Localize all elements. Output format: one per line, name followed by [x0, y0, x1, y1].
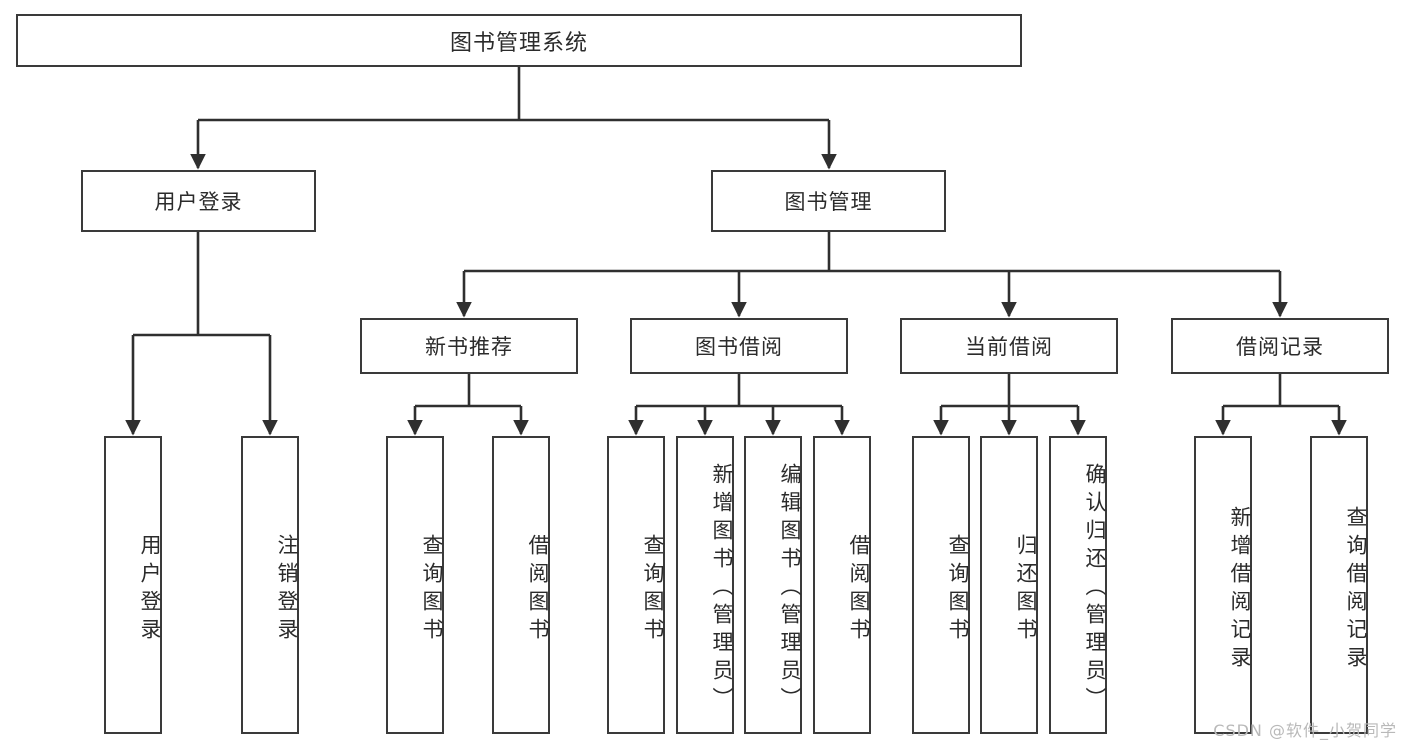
leaf-current-borrow-return[interactable]: 归还图书 — [980, 436, 1038, 734]
leaf-current-borrow-confirm-return[interactable]: 确认归还（管理员） — [1049, 436, 1107, 734]
node-label: 查询借阅记录 — [1344, 506, 1368, 674]
node-label: 新增图书（管理员） — [710, 463, 734, 715]
leaf-book-borrow-query[interactable]: 查询图书 — [607, 436, 665, 734]
node-book-management[interactable]: 图书管理 — [711, 170, 946, 232]
node-book-borrow[interactable]: 图书借阅 — [630, 318, 848, 374]
leaf-user-login-signout[interactable]: 注销登录 — [241, 436, 299, 734]
node-current-borrow[interactable]: 当前借阅 — [900, 318, 1118, 374]
node-label: 借阅图书 — [526, 534, 550, 646]
node-label: 确认归还（管理员） — [1083, 463, 1107, 715]
node-label: 归还图书 — [1014, 534, 1038, 646]
leaf-user-login-signin[interactable]: 用户登录 — [104, 436, 162, 734]
node-label: 图书管理系统 — [449, 30, 588, 56]
leaf-new-book-query[interactable]: 查询图书 — [386, 436, 444, 734]
node-label: 借阅记录 — [1236, 335, 1324, 359]
watermark-text: CSDN @软件_小贺同学 — [1213, 721, 1397, 740]
node-label: 新书推荐 — [425, 335, 513, 359]
node-label: 查询图书 — [946, 534, 970, 646]
node-label: 用户登录 — [154, 190, 243, 214]
node-label: 用户登录 — [138, 534, 162, 646]
node-label: 当前借阅 — [965, 335, 1053, 359]
leaf-borrow-record-add[interactable]: 新增借阅记录 — [1194, 436, 1252, 734]
leaf-book-borrow-lend[interactable]: 借阅图书 — [813, 436, 871, 734]
node-new-book-recommend[interactable]: 新书推荐 — [360, 318, 578, 374]
node-label: 图书借阅 — [695, 335, 783, 359]
node-label: 注销登录 — [275, 534, 299, 646]
leaf-current-borrow-query[interactable]: 查询图书 — [912, 436, 970, 734]
leaf-new-book-borrow[interactable]: 借阅图书 — [492, 436, 550, 734]
node-borrow-record[interactable]: 借阅记录 — [1171, 318, 1389, 374]
node-label: 查询图书 — [641, 534, 665, 646]
node-label: 图书管理 — [784, 190, 873, 214]
node-label: 编辑图书（管理员） — [778, 463, 802, 715]
leaf-borrow-record-query[interactable]: 查询借阅记录 — [1310, 436, 1368, 734]
node-user-login[interactable]: 用户登录 — [81, 170, 316, 232]
node-label: 新增借阅记录 — [1228, 506, 1252, 674]
node-label: 借阅图书 — [847, 534, 871, 646]
leaf-book-borrow-add[interactable]: 新增图书（管理员） — [676, 436, 734, 734]
node-label: 查询图书 — [420, 534, 444, 646]
leaf-book-borrow-edit[interactable]: 编辑图书（管理员） — [744, 436, 802, 734]
node-root-system[interactable]: 图书管理系统 — [16, 14, 1022, 67]
